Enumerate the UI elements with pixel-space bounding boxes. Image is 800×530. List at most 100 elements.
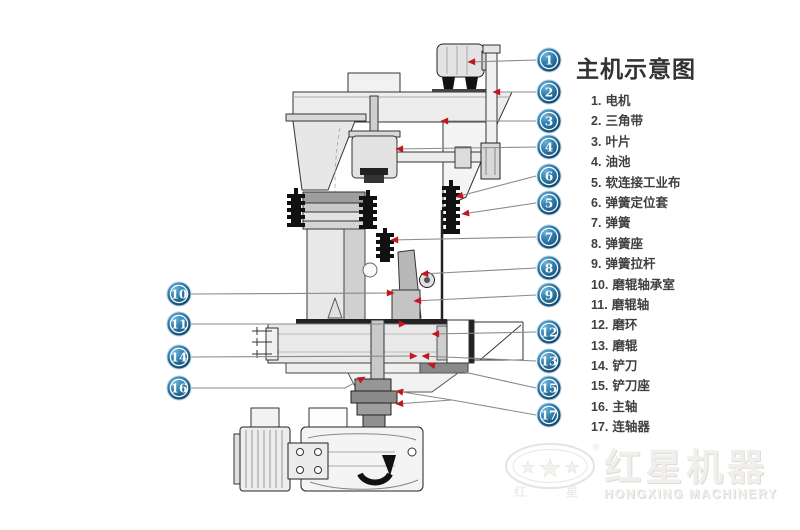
badge-number: 15 xyxy=(541,382,558,396)
legend-item-label: 磨辊轴承室 xyxy=(612,277,675,292)
belt-pulley xyxy=(480,142,501,180)
legend-item-number: 13. xyxy=(591,338,609,353)
legend-item-label: 三角带 xyxy=(605,114,643,129)
legend-item-number: 6. xyxy=(591,195,602,210)
drive-motor xyxy=(233,407,329,492)
legend-item: 17.连轴器 xyxy=(591,417,791,437)
legend-item-number: 10. xyxy=(591,277,609,292)
legend-item: 8.弹簧座 xyxy=(591,234,791,254)
classifier-assembly xyxy=(348,95,484,183)
legend-item-label: 叶片 xyxy=(605,134,631,149)
blade-hub xyxy=(360,168,388,175)
coupler xyxy=(350,378,398,428)
legend-item-label: 软连接工业布 xyxy=(605,175,681,190)
leader-17b xyxy=(395,399,453,408)
logo-seal-left: 红 xyxy=(514,484,526,499)
right-support-frame xyxy=(446,319,524,364)
leader-5 xyxy=(461,202,537,217)
chamber-rim-bands xyxy=(302,191,366,230)
motor-foot xyxy=(465,77,478,89)
legend-item-number: 12. xyxy=(591,318,609,333)
badge-number: 2 xyxy=(545,86,553,100)
callout-badge: 3 xyxy=(536,108,562,134)
legend-item-label: 弹簧定位套 xyxy=(605,195,668,210)
badge-number: 12 xyxy=(541,326,558,340)
flange-bolts xyxy=(252,327,272,358)
legend-item-number: 1. xyxy=(591,94,602,108)
legend-item: 5.软连接工业布 xyxy=(591,173,791,193)
badge-number: 6 xyxy=(545,170,553,184)
legend-item-label: 电机 xyxy=(605,94,631,108)
badge-number: 17 xyxy=(541,409,558,423)
badge-number: 10 xyxy=(171,288,188,302)
grinding-ring xyxy=(436,325,448,361)
v-belt-housing xyxy=(480,44,501,180)
legend-item-label: 弹簧座 xyxy=(605,236,643,251)
callout-badge: 16 xyxy=(166,375,192,401)
badge-number: 13 xyxy=(541,355,558,369)
legend-item-label: 磨辊 xyxy=(612,338,638,353)
callout-badge: 12 xyxy=(536,319,562,345)
legend-item-label: 磨辊轴 xyxy=(611,297,650,312)
leader-lines xyxy=(190,58,537,416)
watermark-logo-emblem: ★ ★ ★ 红 星 ® xyxy=(505,442,600,499)
pipe-elbow xyxy=(362,262,378,278)
callout-badge: 4 xyxy=(536,134,562,160)
feed-inlet-box xyxy=(347,72,401,93)
spring-right xyxy=(442,180,460,234)
motor-base-plate xyxy=(432,89,494,92)
leader-10 xyxy=(190,289,395,297)
badge-number: 8 xyxy=(545,262,553,276)
leader-13 xyxy=(421,352,537,362)
spring-center xyxy=(359,190,377,229)
legend-item-number: 11. xyxy=(591,297,608,312)
legend-item-label: 连轴器 xyxy=(612,420,650,435)
belt-top-cap xyxy=(482,44,501,54)
legend-item-number: 14. xyxy=(591,359,609,374)
legend-item-label: 油池 xyxy=(605,155,631,170)
hopper-rim xyxy=(285,113,367,122)
legend-item-number: 7. xyxy=(591,216,602,231)
badge-number: 5 xyxy=(545,197,553,211)
legend-item: 10.磨辊轴承室 xyxy=(591,275,791,295)
callout-badge: 10 xyxy=(166,281,192,307)
leader-6 xyxy=(455,175,537,199)
callout-badge: 7 xyxy=(536,224,562,250)
callout-badge: 2 xyxy=(536,79,562,105)
callout-badge: 9 xyxy=(536,282,562,308)
legend-item-number: 8. xyxy=(591,236,602,251)
machine-body xyxy=(233,43,524,492)
gear-wedge xyxy=(382,455,396,476)
legend-list: 1.电机 2.三角带 3.叶片 4.油池 5.软连接工业布 6.弹簧定位套 7.… xyxy=(591,91,791,438)
callout-badge: 5 xyxy=(536,190,562,216)
legend-item-label: 主轴 xyxy=(612,399,638,414)
legend-item: 16.主轴 xyxy=(591,397,791,417)
star-icon: ★ xyxy=(564,458,579,477)
leader-4 xyxy=(395,145,537,153)
logo-seal-right: 星 xyxy=(566,485,578,499)
legend-item-number: 15. xyxy=(591,379,609,394)
legend-item-number: 4. xyxy=(591,155,602,170)
page-title: 主机示意图 xyxy=(576,56,696,82)
bearing-center xyxy=(424,277,430,283)
callout-badge: 15 xyxy=(536,375,562,401)
legend-item-label: 铲刀座 xyxy=(612,379,650,394)
legend-item: 6.弹簧定位套 xyxy=(591,193,791,213)
badge-number: 7 xyxy=(545,231,553,245)
legend-item: 14.铲刀 xyxy=(591,356,791,376)
coupling-plate xyxy=(287,442,329,480)
badge-number: 4 xyxy=(545,141,553,155)
legend-item-label: 弹簧 xyxy=(605,216,631,231)
legend-item: 3.叶片 xyxy=(591,132,791,152)
star-icon: ★ xyxy=(520,458,535,477)
badge-number: 16 xyxy=(171,382,188,396)
badge-number: 14 xyxy=(171,351,188,365)
leader-12 xyxy=(431,330,537,338)
leader-15 xyxy=(427,362,537,389)
motor-junction-box xyxy=(250,407,280,428)
leader-1 xyxy=(467,58,537,66)
legend-item-number: 2. xyxy=(591,114,602,129)
legend-item: 2.三角带 xyxy=(591,111,791,131)
